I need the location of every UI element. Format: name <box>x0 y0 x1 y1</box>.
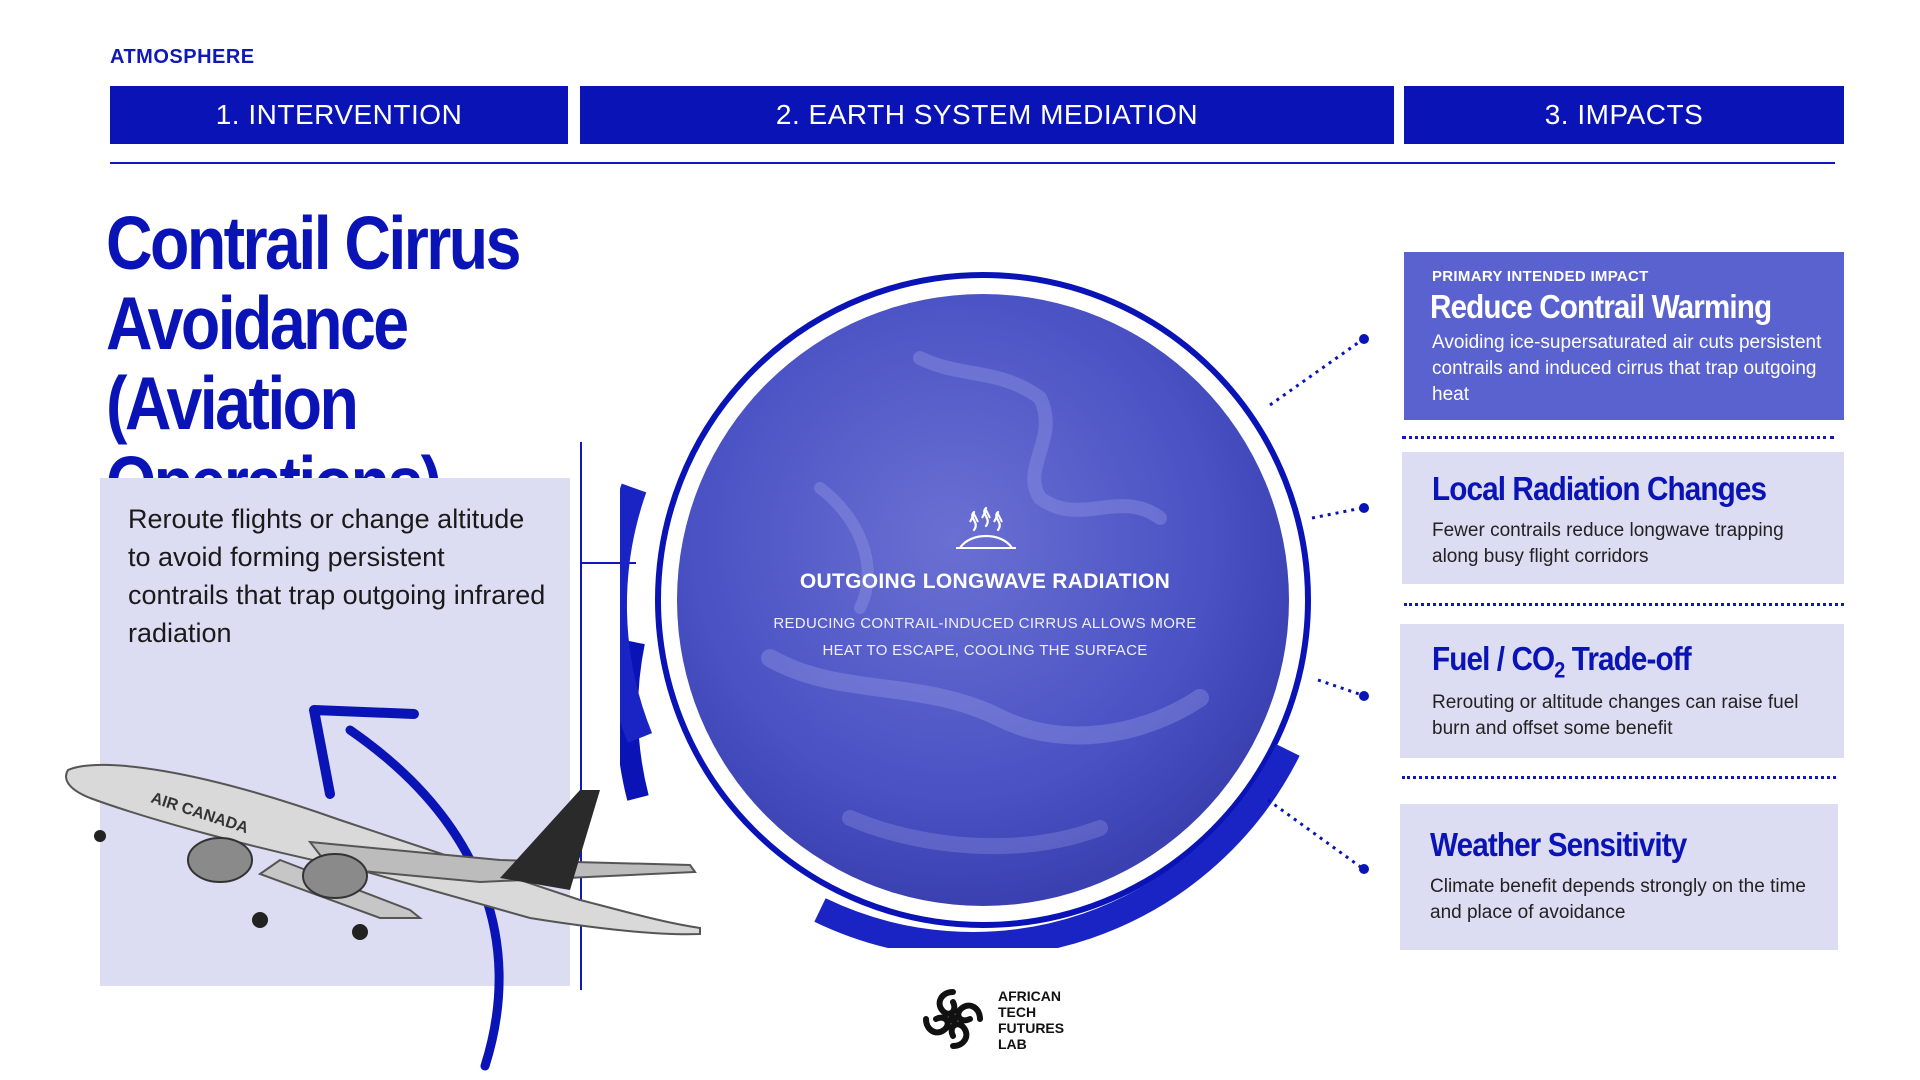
intervention-connector-horizontal <box>580 562 636 564</box>
impact-card-title-suffix: Trade-off <box>1564 640 1692 677</box>
lab-logo-line: AFRICAN <box>998 988 1061 1004</box>
impact-separator <box>1402 776 1836 779</box>
impact-card-kicker: PRIMARY INTENDED IMPACT <box>1432 268 1649 285</box>
mediation-title: OUTGOING LONGWAVE RADIATION <box>799 570 1171 593</box>
impact-card-title: Weather Sensitivity <box>1430 826 1687 863</box>
lab-logo-icon <box>923 989 983 1049</box>
airplane-icon: AIR CANADA <box>65 763 701 940</box>
lab-logo-line: TECH <box>998 1004 1037 1020</box>
phase-intervention: 1. INTERVENTION <box>110 86 568 144</box>
impact-card-title-subscript: 2 <box>1554 657 1565 683</box>
impact-card-body: Avoiding ice-supersaturated air cuts per… <box>1432 332 1822 405</box>
impact-card-primary: PRIMARY INTENDED IMPACT Reduce Contrail … <box>1404 252 1844 420</box>
impact-card-body: Fewer contrails reduce longwave trapping… <box>1432 520 1784 567</box>
impact-card-title: Reduce Contrail Warming <box>1430 288 1772 325</box>
lab-logo-line: LAB <box>998 1036 1027 1052</box>
impact-card: Local Radiation Changes Fewer contrails … <box>1402 452 1844 584</box>
heat-rising-icon <box>956 506 1016 549</box>
intervention-connector-vertical <box>580 442 582 990</box>
section-label: ATMOSPHERE <box>110 46 255 68</box>
lab-logo-text: AFRICAN TECH FUTURES LAB <box>998 988 1064 1052</box>
mediation-subtitle-line-2: HEAT TO ESCAPE, COOLING THE SURFACE <box>822 642 1148 659</box>
impact-card-body: Rerouting or altitude changes can raise … <box>1432 692 1799 739</box>
phase-impacts: 3. IMPACTS <box>1404 86 1844 144</box>
impact-connectors <box>1267 334 1369 874</box>
impact-separator <box>1404 603 1844 606</box>
impact-card: Fuel / CO2 Trade-off Rerouting or altitu… <box>1400 624 1844 758</box>
impact-separator <box>1402 436 1834 439</box>
header-divider <box>110 162 1835 164</box>
phase-earth-system-mediation: 2. EARTH SYSTEM MEDIATION <box>580 86 1394 144</box>
mediation-subtitle: REDUCING CONTRAIL-INDUCED CIRRUS ALLOWS … <box>740 610 1230 664</box>
impact-card-title: Fuel / CO2 Trade-off <box>1432 640 1692 684</box>
earth-globe <box>620 272 1311 948</box>
lab-logo-line: FUTURES <box>998 1020 1065 1036</box>
impact-card-body: Climate benefit depends strongly on the … <box>1430 876 1806 923</box>
impact-card-title-prefix: Fuel / CO <box>1432 640 1555 677</box>
mediation-subtitle-line-1: REDUCING CONTRAIL-INDUCED CIRRUS ALLOWS … <box>773 615 1197 632</box>
impact-card-title: Local Radiation Changes <box>1432 470 1767 507</box>
impact-card: Weather Sensitivity Climate benefit depe… <box>1400 804 1838 950</box>
intervention-description: Reroute flights or change altitude to av… <box>128 504 546 648</box>
intervention-title: Contrail Cirrus Avoidance (Aviation Oper… <box>106 201 521 523</box>
